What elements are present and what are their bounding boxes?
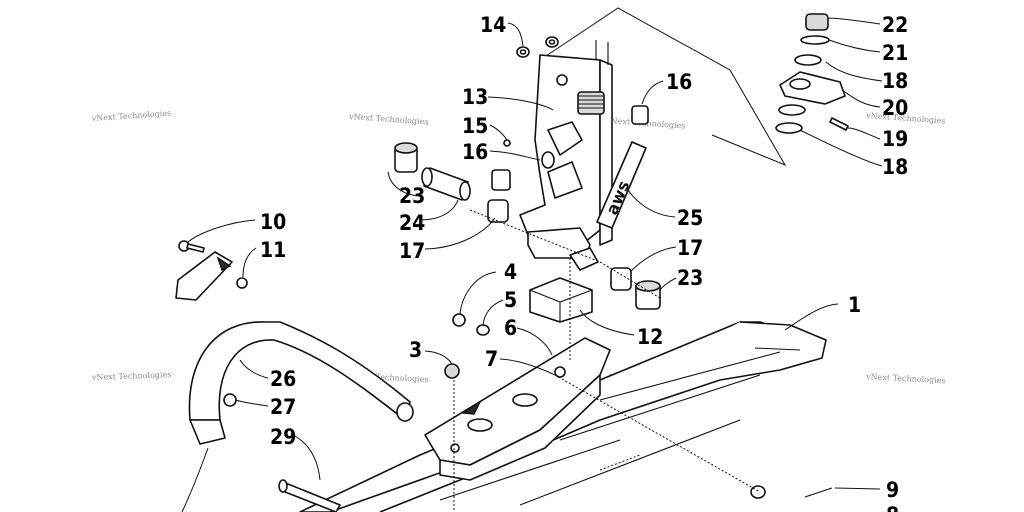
sleeve-24 (421, 167, 471, 201)
callout-11: 11 (260, 238, 286, 262)
callout-labels: 1 3 4 5 6 7 9 8 10 11 12 13 14 15 16 16 … (260, 13, 908, 512)
loop-handle-26 (188, 321, 414, 445)
callout-14: 14 (480, 13, 506, 37)
callout-21: 21 (882, 41, 908, 65)
callout-8: 8 (886, 503, 899, 512)
callout-6: 6 (504, 316, 517, 340)
steering-arm-20 (779, 71, 846, 105)
callout-16b: 16 (666, 70, 692, 94)
callout-17a: 17 (399, 239, 425, 263)
axle-line (554, 374, 761, 493)
spindle (519, 40, 613, 259)
watermark: vNext Technologies (91, 370, 172, 382)
callout-23a: 23 (399, 184, 425, 208)
set-screw-15 (503, 139, 511, 147)
leader-lines (181, 17, 883, 512)
bumper-12 (529, 277, 593, 323)
bushing-16-right (631, 105, 649, 125)
callout-9: 9 (886, 478, 899, 502)
callout-10: 10 (260, 210, 286, 234)
callout-16a: 16 (462, 140, 488, 164)
washer-9 (750, 485, 766, 499)
bushing-17-left (487, 199, 509, 223)
callout-18a: 18 (882, 69, 908, 93)
callout-23b: 23 (677, 266, 703, 290)
reference-frame (542, 7, 787, 167)
washer-5 (476, 324, 490, 336)
callout-20: 20 (882, 96, 908, 120)
callout-5: 5 (504, 288, 517, 312)
callout-15: 15 (462, 114, 488, 138)
callout-3: 3 (409, 338, 422, 362)
callout-25: 25 (677, 206, 703, 230)
callout-1: 1 (848, 293, 861, 317)
callout-19: 19 (882, 127, 908, 151)
bushing-left-23 (394, 142, 418, 173)
watermark: vNext Technologies (348, 112, 429, 127)
watermark: vNext Technologies (91, 108, 172, 123)
bolt-19 (829, 117, 849, 131)
callout-27: 27 (270, 395, 296, 419)
bushing-17-right (610, 267, 632, 291)
bushing-23-right (635, 280, 661, 310)
watermark: vNext Technologies (865, 372, 946, 385)
ski-saddle (424, 337, 611, 481)
callout-22: 22 (882, 13, 908, 37)
callout-18b: 18 (882, 155, 908, 179)
axle-line (469, 209, 661, 299)
callout-29: 29 (270, 425, 296, 449)
bracket-10 (175, 240, 233, 301)
nut-3 (444, 363, 460, 379)
nut-11 (236, 277, 248, 289)
washers-18-bottom (775, 104, 806, 134)
bolt-29 (278, 479, 341, 512)
snap-ring-21 (800, 35, 830, 45)
callout-17b: 17 (677, 236, 703, 260)
callout-7: 7 (485, 347, 498, 371)
pin-9 (804, 487, 833, 498)
callout-12: 12 (637, 325, 663, 349)
callout-4: 4 (504, 260, 517, 284)
callout-26: 26 (270, 367, 296, 391)
nut-4 (452, 313, 466, 327)
washer-18-top (794, 54, 822, 66)
washers-14 (516, 36, 559, 58)
bolt-27 (223, 393, 237, 407)
cap-22 (805, 13, 829, 31)
mount-block (569, 247, 599, 271)
callout-24: 24 (399, 211, 425, 235)
bushing-16-left (491, 169, 511, 191)
callout-13: 13 (462, 85, 488, 109)
